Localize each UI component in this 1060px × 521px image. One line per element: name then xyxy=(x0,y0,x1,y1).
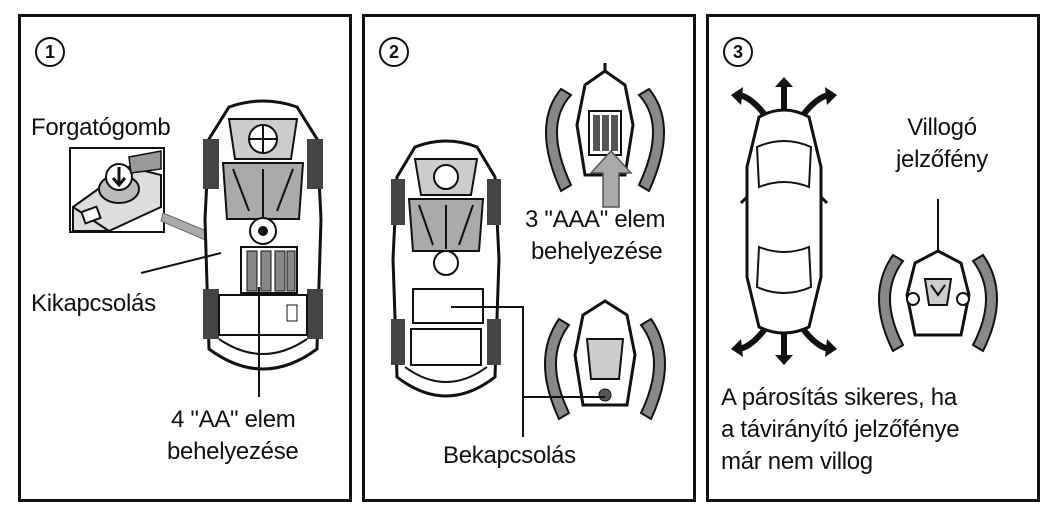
leader-lines xyxy=(451,306,605,437)
batteries-label-line2: behelyezése xyxy=(531,238,663,265)
batteries-label-line2: behelyezése xyxy=(167,438,299,465)
step-number-3: 3 xyxy=(723,37,753,67)
pairing-success-line1: A párosítás sikeres, ha xyxy=(721,384,957,411)
step-number-2: 2 xyxy=(379,37,409,67)
remote-control-icon xyxy=(878,199,998,353)
pairing-success-line2: a távirányító jelzőfénye xyxy=(721,416,960,443)
remote-control-icon xyxy=(545,63,665,193)
blinking-light-label-line1: Villogó xyxy=(907,114,977,141)
knob-label: Forgatógomb xyxy=(31,114,171,141)
power-on-label: Bekapcsolás xyxy=(443,442,576,469)
step-2-panel: 2 3 "AAA" elem behelyezése xyxy=(362,14,696,502)
step-3-panel: 3 Villogó jelzőfény A párosítás sikeres,… xyxy=(706,14,1040,502)
step-1-panel: 1 Forgatógomb xyxy=(18,14,352,502)
batteries-label-line1: 4 "AA" elem xyxy=(171,406,296,433)
pairing-success-line3: már nem villog xyxy=(721,448,873,475)
knob-closeup-icon xyxy=(69,147,165,233)
remote-control-icon xyxy=(544,299,666,421)
batteries-label-line1: 3 "AAA" elem xyxy=(525,206,666,233)
power-off-label: Kikapcsolás xyxy=(31,290,156,317)
arrow-icon xyxy=(589,149,633,208)
car-top-view-icon xyxy=(731,77,837,365)
leader-lines xyxy=(140,252,260,397)
blinking-light-label-line2: jelzőfény xyxy=(895,146,989,173)
robot-car-icon xyxy=(203,99,323,371)
step-number-1: 1 xyxy=(35,37,65,67)
